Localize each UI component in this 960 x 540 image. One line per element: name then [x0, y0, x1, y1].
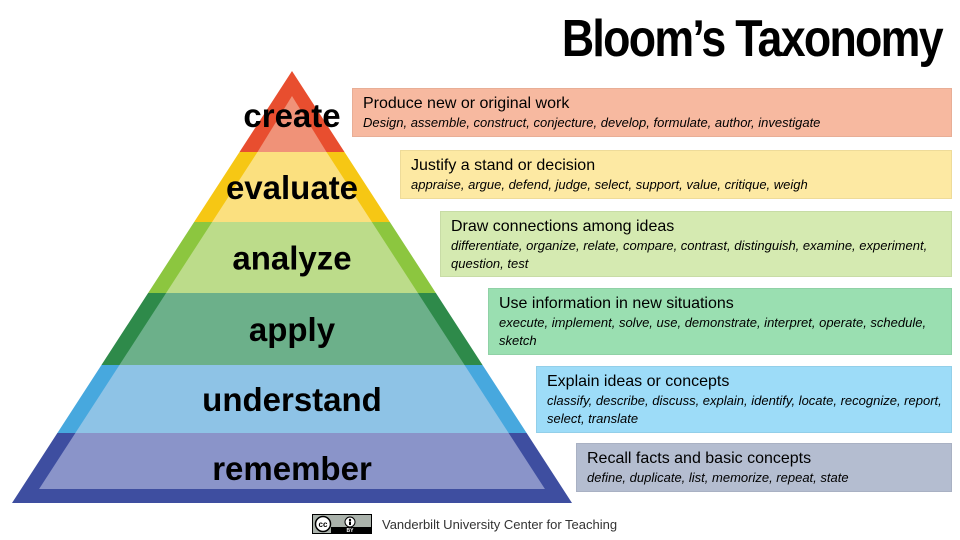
- description-verbs-evaluate: appraise, argue, defend, judge, select, …: [411, 177, 808, 192]
- attribution-footer: cc BY Vanderbilt University Center for T…: [312, 514, 617, 534]
- level-label-analyze: analyze: [232, 240, 351, 277]
- description-heading-understand: Explain ideas or concepts: [547, 373, 730, 390]
- description-verbs-apply: execute, implement, solve, use, demonstr…: [499, 315, 927, 348]
- level-label-create: create: [243, 97, 340, 134]
- description-verbs-analyze: differentiate, organize, relate, compare…: [451, 238, 928, 271]
- page-title: Bloom’s Taxonomy: [562, 10, 944, 68]
- description-box-evaluate: Justify a stand or decision appraise, arg…: [400, 150, 952, 199]
- description-verbs-create: Design, assemble, construct, conjecture,…: [363, 115, 821, 130]
- svg-text:BY: BY: [347, 528, 355, 533]
- description-box-remember: Recall facts and basic concepts define, d…: [576, 443, 952, 492]
- level-label-remember: remember: [212, 450, 372, 487]
- pyramid-band-apply: [119, 293, 465, 365]
- description-heading-remember: Recall facts and basic concepts: [587, 450, 812, 467]
- description-box-apply: Use information in new situations execute…: [488, 288, 952, 355]
- description-verbs-understand: classify, describe, discuss, explain, id…: [547, 393, 942, 426]
- svg-text:cc: cc: [319, 520, 328, 529]
- pyramid-band-understand: [75, 365, 509, 433]
- description-heading-evaluate: Justify a stand or decision: [411, 157, 596, 174]
- description-box-understand: Explain ideas or concepts classify, descr…: [536, 366, 952, 433]
- pyramid-band-evaluate: [212, 152, 372, 222]
- cc-by-icon: cc BY: [312, 514, 372, 534]
- footer-text: Vanderbilt University Center for Teachin…: [382, 516, 618, 532]
- level-label-understand: understand: [202, 381, 382, 418]
- description-verbs-remember: define, duplicate, list, memorize, repea…: [587, 470, 849, 485]
- pyramid-band-analyze: [166, 222, 418, 293]
- pyramid-band-create: [257, 95, 327, 152]
- description-box-analyze: Draw connections among ideas differentiat…: [440, 211, 952, 277]
- description-heading-analyze: Draw connections among ideas: [451, 218, 675, 235]
- description-heading-apply: Use information in new situations: [499, 295, 734, 312]
- level-label-apply: apply: [249, 311, 336, 348]
- pyramid-band-remember: [39, 433, 545, 489]
- cc-by-icon-graphic: cc BY: [313, 515, 371, 534]
- description-heading-create: Produce new or original work: [363, 95, 570, 112]
- level-label-evaluate: evaluate: [226, 169, 358, 206]
